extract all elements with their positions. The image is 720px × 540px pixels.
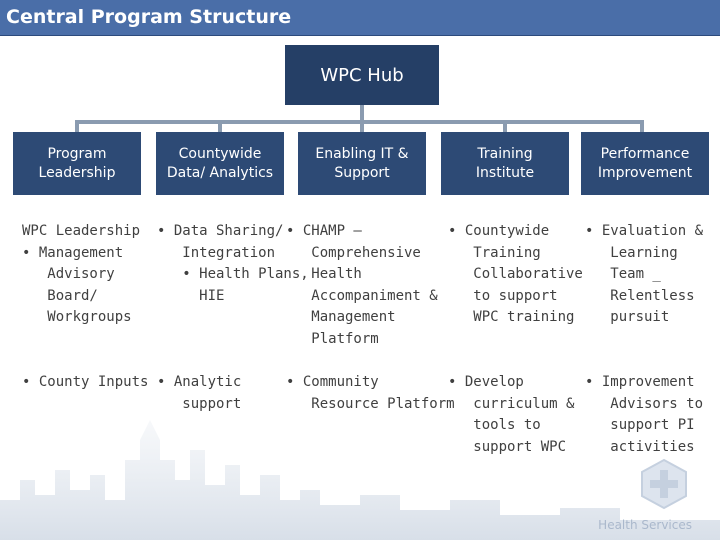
connector-col-4 (503, 120, 507, 132)
wpc-hub-box: WPC Hub (285, 45, 439, 105)
title-bar: Central Program Structure (0, 0, 720, 36)
wpc-hub-label: WPC Hub (320, 65, 403, 86)
column-3-item-2: • Community Resource Platform (286, 372, 455, 415)
logo-watermark-text: Health Services (598, 518, 692, 532)
column-header-label: Program Leadership (39, 145, 116, 183)
health-services-logo-icon (638, 458, 690, 510)
column-header-countywide-data: Countywide Data/ Analytics (156, 132, 284, 195)
column-4-item-2: • Develop curriculum & tools to support … (448, 372, 574, 458)
column-4-item-1: • Countywide Training Collaborative to s… (448, 221, 583, 329)
column-header-label: Performance Improvement (598, 145, 692, 183)
column-header-label: Countywide Data/ Analytics (167, 145, 273, 183)
column-header-program-leadership: Program Leadership (13, 132, 141, 195)
column-5-item-2: • Improvement Advisors to support PI act… (585, 372, 703, 458)
connector-col-1 (75, 120, 79, 132)
column-header-performance-improvement: Performance Improvement (581, 132, 709, 195)
slide-title: Central Program Structure (6, 6, 291, 28)
column-header-enabling-it: Enabling IT & Support (298, 132, 426, 195)
hub-stem-connector (360, 105, 364, 121)
column-1-item-2: • County Inputs (22, 372, 148, 394)
connector-col-3 (360, 120, 364, 132)
column-2-item-2: • Analytic support (157, 372, 241, 415)
column-1-item-1: WPC Leadership • Management Advisory Boa… (22, 221, 140, 329)
column-header-training-institute: Training Institute (441, 132, 569, 195)
column-header-label: Training Institute (476, 145, 534, 183)
horizontal-connector (75, 120, 643, 124)
connector-col-5 (640, 120, 644, 132)
column-3-item-1: • CHAMP – Comprehensive Health Accompani… (286, 221, 438, 350)
column-header-label: Enabling IT & Support (315, 145, 408, 183)
column-5-item-1: • Evaluation & Learning Team _ Relentles… (585, 221, 703, 329)
connector-col-2 (218, 120, 222, 132)
